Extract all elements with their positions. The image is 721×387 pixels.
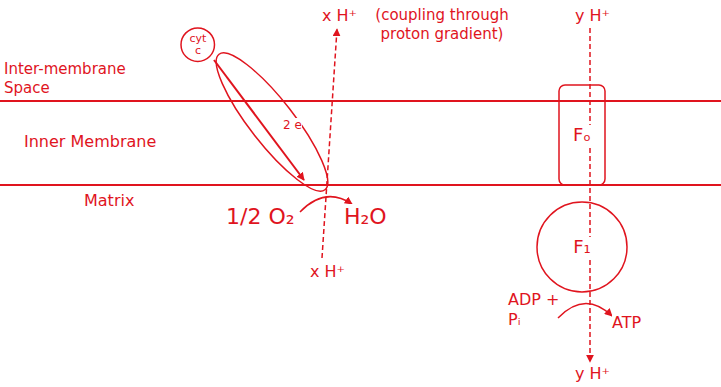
proton-label: x H⁺ [310, 262, 345, 282]
reactant-label: 1/2 O₂ [226, 203, 295, 231]
region-label: Matrix [84, 191, 134, 211]
proton-label: y H⁺ [575, 6, 610, 25]
product-label: H₂O [344, 204, 387, 229]
proton-path [322, 29, 337, 258]
complex-outline [202, 41, 343, 204]
node-text: Fₒ [573, 125, 591, 145]
electron-label: 2 e [283, 118, 302, 132]
reaction-arrow [558, 303, 612, 318]
product-label: H₂O [344, 203, 387, 231]
electron-arrow [214, 60, 304, 180]
proton-label: y H⁺ [575, 364, 610, 383]
f1-circle: F₁ [536, 201, 628, 293]
node-shape [181, 28, 214, 61]
node-text: F₁ [573, 237, 591, 257]
electron-label: 2 e [283, 118, 302, 133]
proton-label: x H⁺ [322, 6, 357, 26]
product-label: ATP [612, 313, 641, 332]
node-shape [537, 202, 627, 292]
membrane-line [0, 184, 721, 186]
region-label: Inner Membrane [24, 132, 156, 152]
reactant-label: ADP + Pᵢ [508, 290, 559, 329]
node-shape [559, 85, 605, 185]
proton-label: x H⁺ [322, 6, 357, 25]
reactant-label: 1/2 O₂ [226, 204, 295, 229]
reactant-label: ADP + Pᵢ [508, 290, 566, 330]
region-label: Inter-membrane Space [4, 60, 139, 98]
region-label: Matrix [84, 191, 134, 210]
product-label: ATP [612, 313, 641, 333]
region-label: Inner Membrane [24, 132, 156, 151]
fo-box: Fₒ [558, 84, 606, 186]
cytochrome-circle: cyt c [180, 27, 215, 62]
note-text: (coupling through proton gradient) [362, 6, 522, 44]
proton-label: x H⁺ [310, 262, 345, 281]
node-text: cyt c [190, 33, 207, 57]
note-text: (coupling through proton gradient) [375, 6, 508, 43]
membrane-line [0, 100, 721, 102]
proton-label: y H⁺ [575, 6, 610, 26]
proton-label: y H⁺ [575, 364, 610, 384]
region-label: Inter-membrane Space [4, 60, 126, 97]
proton-path [589, 28, 591, 362]
